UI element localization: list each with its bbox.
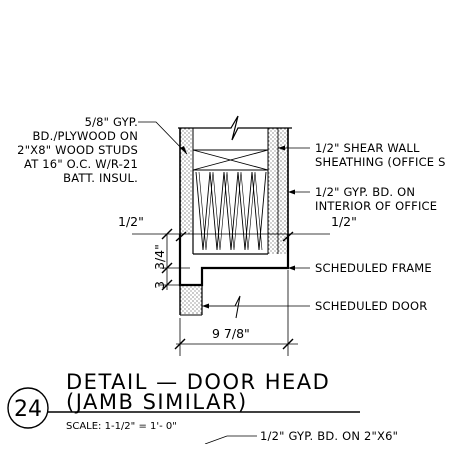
left-note-line: BATT. INSUL. bbox=[63, 171, 138, 185]
dimension-labels: 1/2" 1/2" 9 7/8" 3/4" 3 bbox=[118, 214, 357, 341]
dim-width: 9 7/8" bbox=[212, 326, 250, 341]
left-gyp-layer bbox=[180, 128, 193, 234]
left-note-line: AT 16" O.C. W/R-21 bbox=[24, 157, 138, 171]
left-wall-note: 5/8" GYP. BD./PLYWOOD ON 2"X8" WOOD STUD… bbox=[17, 115, 138, 185]
dim-left-half: 1/2" bbox=[118, 214, 144, 229]
bottom-note-group: 1/2" GYP. BD. ON 2"X6" bbox=[204, 429, 398, 445]
detail-title-block: 24 DETAIL — DOOR HEAD (JAMB SIMILAR) SCA… bbox=[7, 370, 360, 432]
dim-right-half: 1/2" bbox=[331, 214, 357, 229]
shear-wall-note: 1/2" SHEAR WALL bbox=[315, 141, 420, 155]
scheduled-door-note: SCHEDULED DOOR bbox=[315, 299, 427, 313]
shear-wall-note: SHEATHING (OFFICE S bbox=[315, 155, 446, 169]
bottom-note: 1/2" GYP. BD. ON 2"X6" bbox=[260, 429, 398, 443]
left-note-line: 2"X8" WOOD STUDS bbox=[17, 143, 138, 157]
detail-title: DETAIL — DOOR HEAD bbox=[66, 370, 330, 394]
wall-section bbox=[178, 115, 292, 255]
batt-insulation bbox=[195, 171, 267, 251]
dim-vertical-bottom: 3 bbox=[152, 281, 167, 289]
left-note-line: BD./PLYWOOD ON bbox=[32, 129, 138, 143]
scheduled-frame-shape bbox=[175, 231, 294, 287]
dim-vertical-top: 3/4" bbox=[152, 244, 167, 270]
detail-subtitle: (JAMB SIMILAR) bbox=[66, 390, 248, 414]
scheduled-frame-note: SCHEDULED FRAME bbox=[315, 261, 432, 275]
left-note-line: 5/8" GYP. bbox=[85, 115, 138, 129]
dimension-lines bbox=[132, 228, 330, 356]
detail-number-circle bbox=[7, 387, 49, 429]
interior-gyp-note: 1/2" GYP. BD. ON bbox=[315, 185, 415, 199]
right-notes: 1/2" SHEAR WALL SHEATHING (OFFICE S 1/2"… bbox=[315, 141, 446, 313]
leader-lines bbox=[138, 121, 310, 307]
detail-scale: SCALE: 1-1/2" = 1'- 0" bbox=[66, 421, 177, 432]
detail-number: 24 bbox=[14, 397, 42, 422]
interior-gyp-note: INTERIOR OF OFFICE bbox=[315, 199, 437, 213]
scheduled-door-shape bbox=[179, 285, 241, 319]
break-line bbox=[178, 115, 292, 141]
